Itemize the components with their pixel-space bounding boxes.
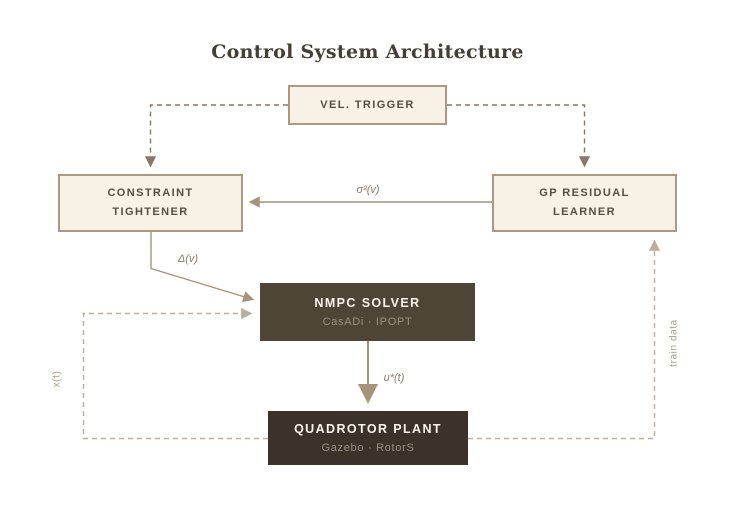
edge-plant-to-learner-train-data — [468, 239, 661, 440]
node-gp-residual-learner: GP RESIDUAL LEARNER — [492, 174, 677, 232]
edge-tightener-to-solver-delta — [150, 232, 255, 303]
node-nmpc-solver: NMPC SOLVER CasADi · IPOPT — [260, 283, 475, 341]
edge-label-state: x(t) — [51, 370, 63, 388]
edge-plant-to-solver-state-feedback — [82, 307, 268, 440]
node-gp-residual-learner-label-line2: LEARNER — [553, 206, 616, 218]
edge-label-variance: σ²(v) — [356, 184, 380, 196]
node-quadrotor-plant-sublabel: Gazebo · RotorS — [321, 442, 415, 454]
node-quadrotor-plant: QUADROTOR PLANT Gazebo · RotorS — [268, 411, 468, 465]
node-nmpc-solver-sublabel: CasADi · IPOPT — [322, 316, 413, 328]
node-gp-residual-learner-label-line1: GP RESIDUAL — [539, 187, 630, 199]
edge-veltrigger-to-learner — [447, 104, 591, 168]
edge-label-control: u*(t) — [383, 372, 405, 384]
node-quadrotor-plant-label: QUADROTOR PLANT — [294, 422, 442, 436]
node-constraint-tightener: CONSTRAINT TIGHTENER — [58, 174, 243, 232]
edge-label-train-data: train data — [668, 319, 680, 367]
node-nmpc-solver-label: NMPC SOLVER — [314, 296, 421, 310]
node-vel-trigger-label: VEL. TRIGGER — [320, 98, 415, 111]
edge-veltrigger-to-tightener — [144, 104, 288, 168]
edge-label-delta: Δ(v) — [177, 253, 199, 265]
node-vel-trigger: VEL. TRIGGER — [288, 85, 447, 125]
node-constraint-tightener-label-line1: CONSTRAINT — [107, 187, 194, 199]
node-constraint-tightener-label-line2: TIGHTENER — [112, 206, 189, 218]
page-title: Control System Architecture — [211, 41, 524, 63]
